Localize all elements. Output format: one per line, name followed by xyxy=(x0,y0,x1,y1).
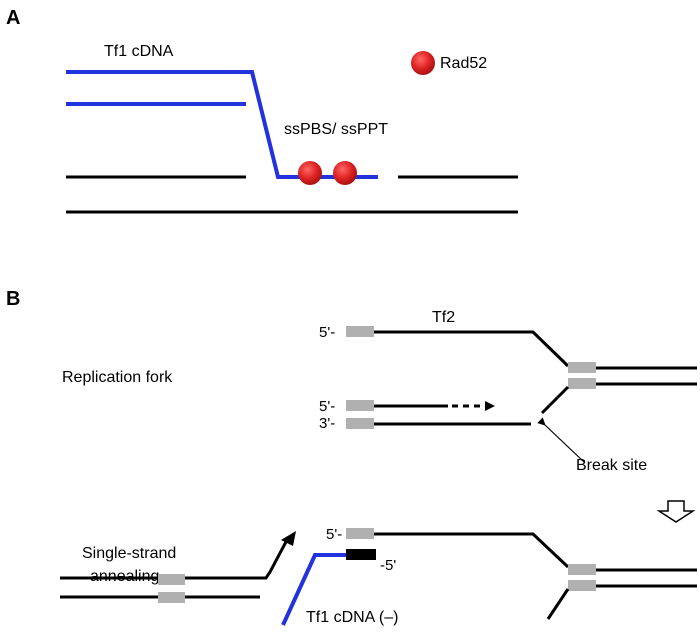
single-strand-label-line1: Single-strand xyxy=(82,545,176,562)
rad52-free-protein xyxy=(411,51,435,75)
next-step-down-arrow xyxy=(656,500,696,523)
tf2-label: Tf2 xyxy=(432,309,455,326)
panel-b-label: B xyxy=(6,288,20,310)
tf1-cdna-minus-label: Tf1 cDNA (–) xyxy=(306,609,398,626)
replication-fork-label: Replication fork xyxy=(62,369,173,386)
five-prime-label-1: 5'- xyxy=(319,324,335,341)
ltr-box-tf2 xyxy=(346,326,374,337)
break-site-pointer xyxy=(537,417,585,463)
tf2-parent-strand xyxy=(374,330,570,368)
ltr-box-fork-top xyxy=(568,362,596,373)
tf1-cdna-label: Tf1 cDNA xyxy=(104,43,174,60)
ltr-box-right-bottom xyxy=(568,580,596,591)
panel-a-label: A xyxy=(6,7,20,29)
tf1-cdna-top-strand xyxy=(66,70,378,179)
break-site-label: Break site xyxy=(576,457,647,474)
right-lower-arm xyxy=(546,588,570,620)
tf1-cdna-minus-strand xyxy=(281,553,346,626)
ltr-box-left-top xyxy=(158,574,185,585)
ltr-box-nascent xyxy=(346,400,374,411)
left-duplex-top-arrow-strand xyxy=(185,537,290,580)
three-prime-label: 3'- xyxy=(319,415,335,432)
sspbs-ssppt-label: ssPBS/ ssPPT xyxy=(284,121,388,138)
ltr-box-template xyxy=(346,418,374,429)
rad52-bound-1 xyxy=(298,161,322,185)
ltr-box-right-top xyxy=(568,564,596,575)
bottom-upper-strand xyxy=(374,532,570,569)
ltr-box-bottom-upper xyxy=(346,528,374,539)
minus-five-prime-label: -5' xyxy=(380,557,396,574)
five-prime-label-2: 5'- xyxy=(319,398,335,415)
rad52-bound-2 xyxy=(333,161,357,185)
ltr-box-left-bottom xyxy=(158,592,185,603)
ltr-box-fork-bottom xyxy=(568,378,596,389)
annealing-arrowhead xyxy=(281,531,296,546)
five-prime-label-3: 5'- xyxy=(326,526,342,543)
rad52-label: Rad52 xyxy=(440,55,487,72)
cdna-black-end-box xyxy=(346,549,376,560)
fork-lower-arm xyxy=(540,385,570,415)
